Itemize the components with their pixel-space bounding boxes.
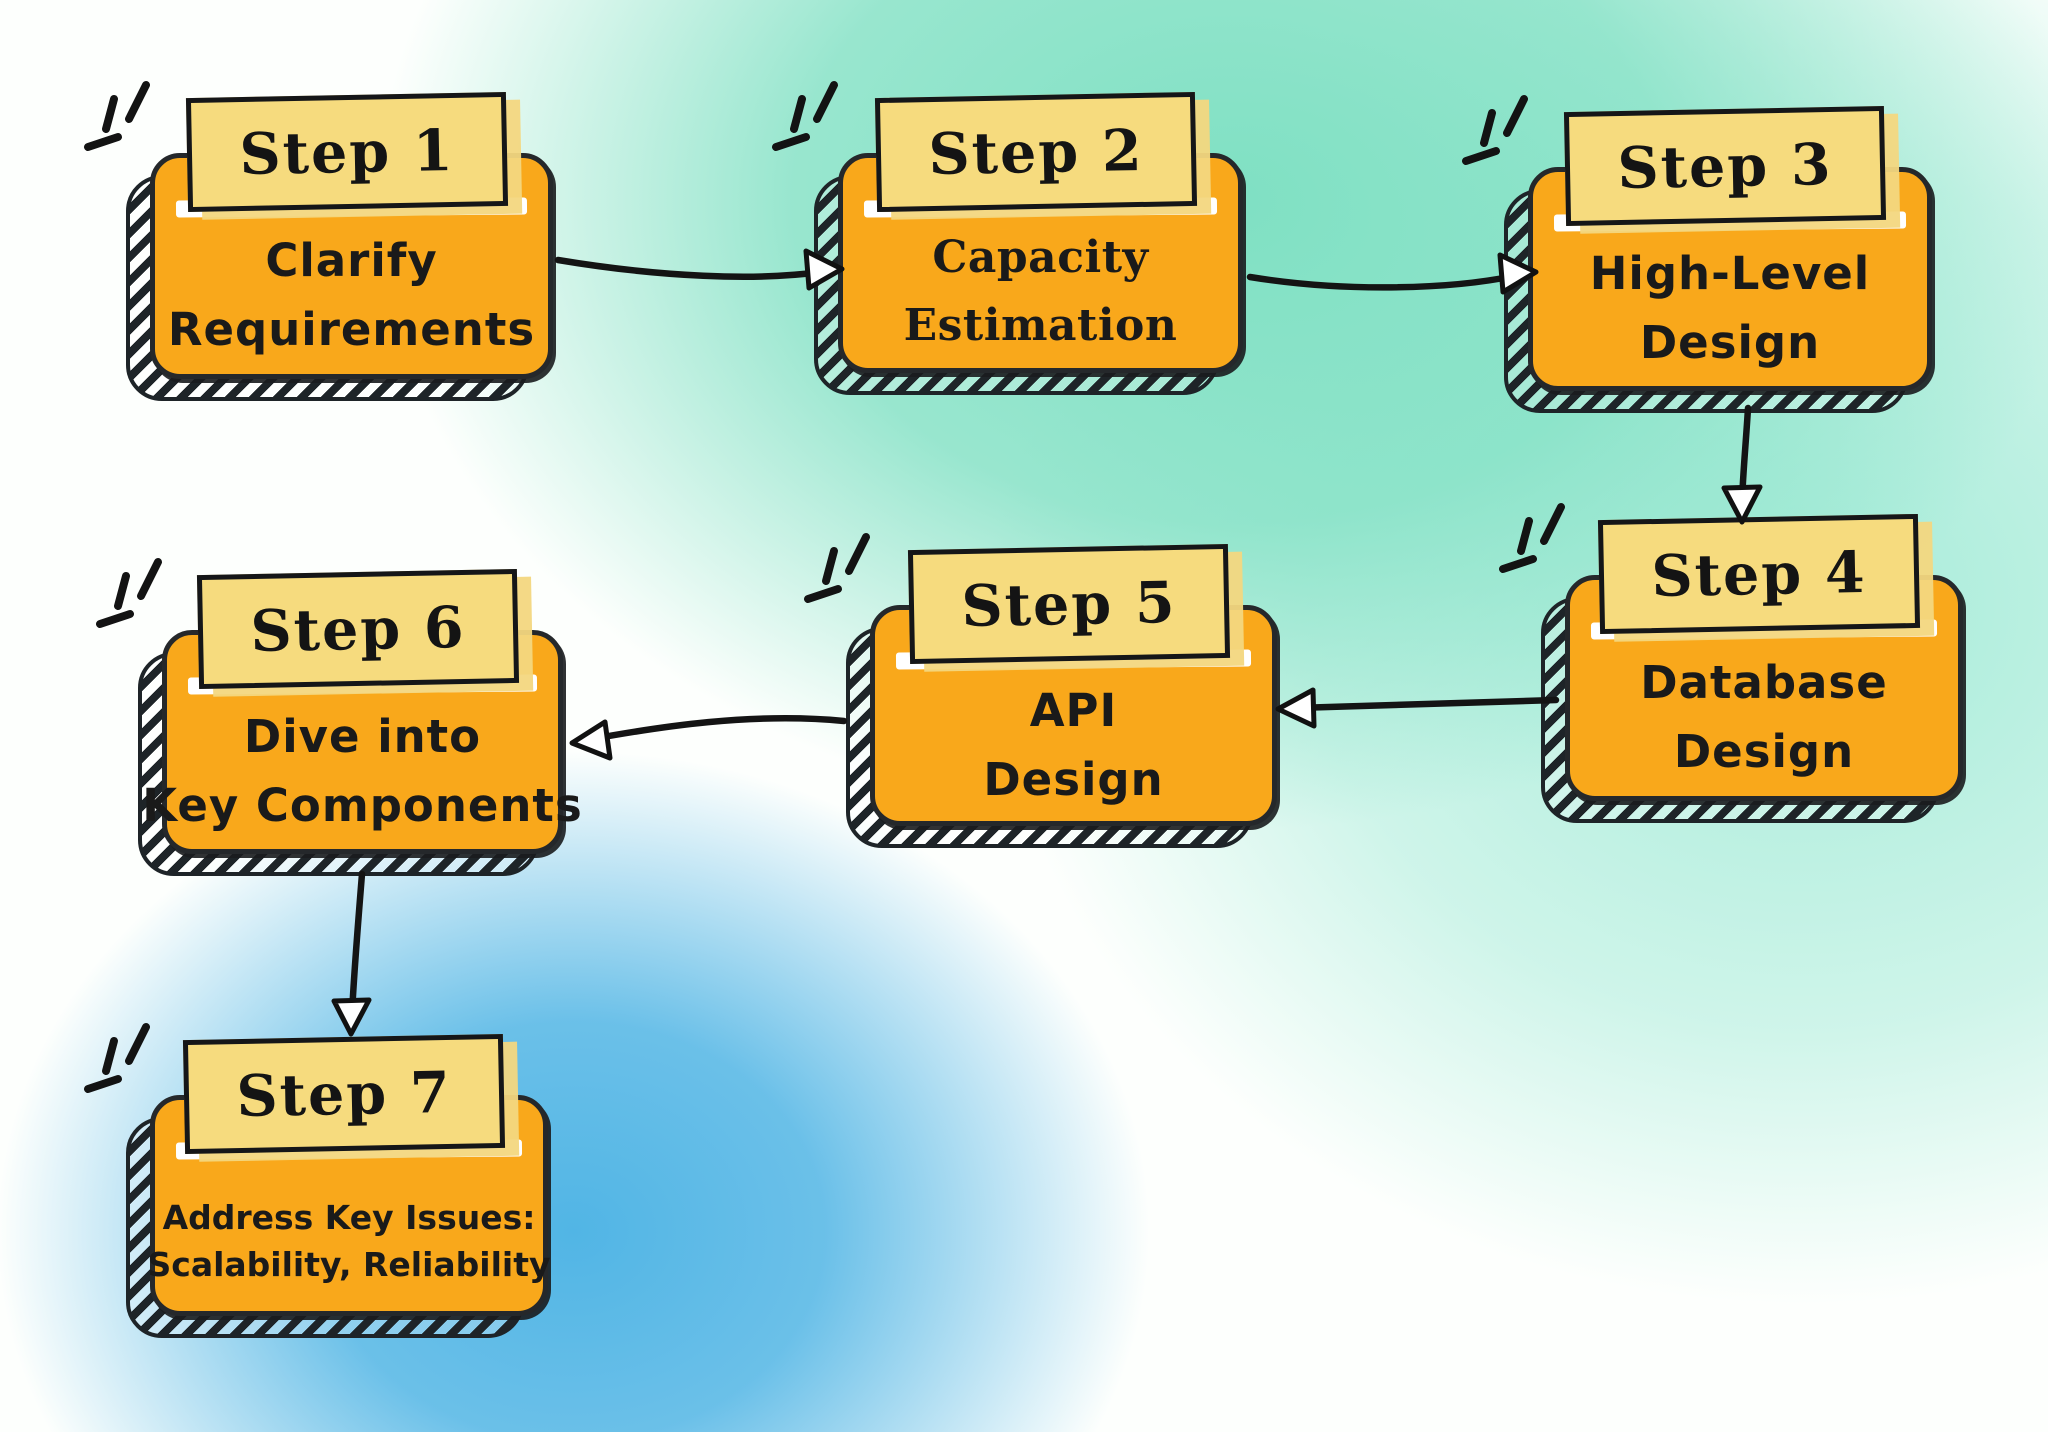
step-4-badge-label: Step 4: [1650, 538, 1868, 610]
arrow-step6-to-step7: [348, 870, 366, 1018]
step-2-title-line1: Capacity: [932, 232, 1149, 283]
arrow-step5-to-step6: [588, 715, 848, 743]
step-3-badge: Step 3: [1563, 105, 1887, 227]
step-6: Dive into Key Components Step 6: [96, 558, 582, 876]
step-3-title-line1: High-Level: [1589, 247, 1871, 300]
sparkle-icon: [804, 533, 870, 603]
arrow-step3-to-step4: [1738, 404, 1752, 506]
step-4: Database Design Step 4: [1499, 503, 1963, 823]
step-4-title-line1: Database: [1640, 656, 1888, 709]
sparkle-icon: [96, 558, 162, 628]
step-5-badge-label: Step 5: [960, 568, 1177, 640]
step-3-title-line2: Design: [1639, 316, 1821, 369]
step-5-badge: Step 5: [907, 543, 1230, 665]
arrowhead-step7: [331, 997, 372, 1037]
step-1-badge-label: Step 1: [238, 116, 455, 188]
step-2: Capacity Estimation Step 2: [772, 81, 1243, 395]
step-6-title-line1: Dive into: [243, 710, 482, 763]
step-1-title-line2: Requirements: [167, 303, 536, 356]
step-3: High-Level Design Step 3: [1462, 95, 1932, 413]
step-2-title-line2: Estimation: [903, 300, 1178, 351]
arrowhead-step5: [1275, 687, 1317, 729]
arrow-step2-to-step3: [1246, 272, 1518, 291]
step-1-title-line1: Clarify: [265, 234, 438, 287]
arrow-step4-to-step5: [1292, 696, 1560, 712]
step-7-title-line1: Address Key Issues:: [162, 1197, 536, 1237]
arrow-step1-to-step2: [554, 256, 824, 280]
step-7: Address Key Issues: Scalability, Reliabi…: [84, 1023, 551, 1338]
step-7-badge: Step 7: [182, 1033, 506, 1155]
sparkle-icon: [772, 81, 838, 151]
arrowhead-step6: [569, 719, 613, 761]
step-2-badge: Step 2: [874, 91, 1197, 213]
step-5-title-line2: Design: [983, 752, 1164, 806]
step-2-badge-label: Step 2: [927, 116, 1144, 188]
step-6-title-line2: Key Components: [142, 779, 583, 832]
sparkle-icon: [84, 1023, 150, 1093]
sparkle-icon: [1462, 95, 1528, 165]
step-3-badge-label: Step 3: [1616, 130, 1834, 202]
step-4-title-line2: Design: [1673, 725, 1855, 778]
sparkle-icon: [84, 81, 150, 151]
step-4-badge: Step 4: [1597, 513, 1921, 635]
step-7-badge-label: Step 7: [235, 1058, 453, 1130]
step-1: Clarify Requirements Step 1: [84, 81, 553, 401]
step-7-title-line2: Scalability, Reliability: [147, 1244, 551, 1284]
sparkle-icon: [1499, 503, 1565, 573]
step-6-badge-label: Step 6: [249, 593, 466, 665]
step-5: API Design Step 5: [804, 533, 1277, 848]
step-5-title-line1: API: [1029, 683, 1118, 737]
step-1-badge: Step 1: [185, 91, 508, 213]
step-6-badge: Step 6: [196, 568, 519, 690]
